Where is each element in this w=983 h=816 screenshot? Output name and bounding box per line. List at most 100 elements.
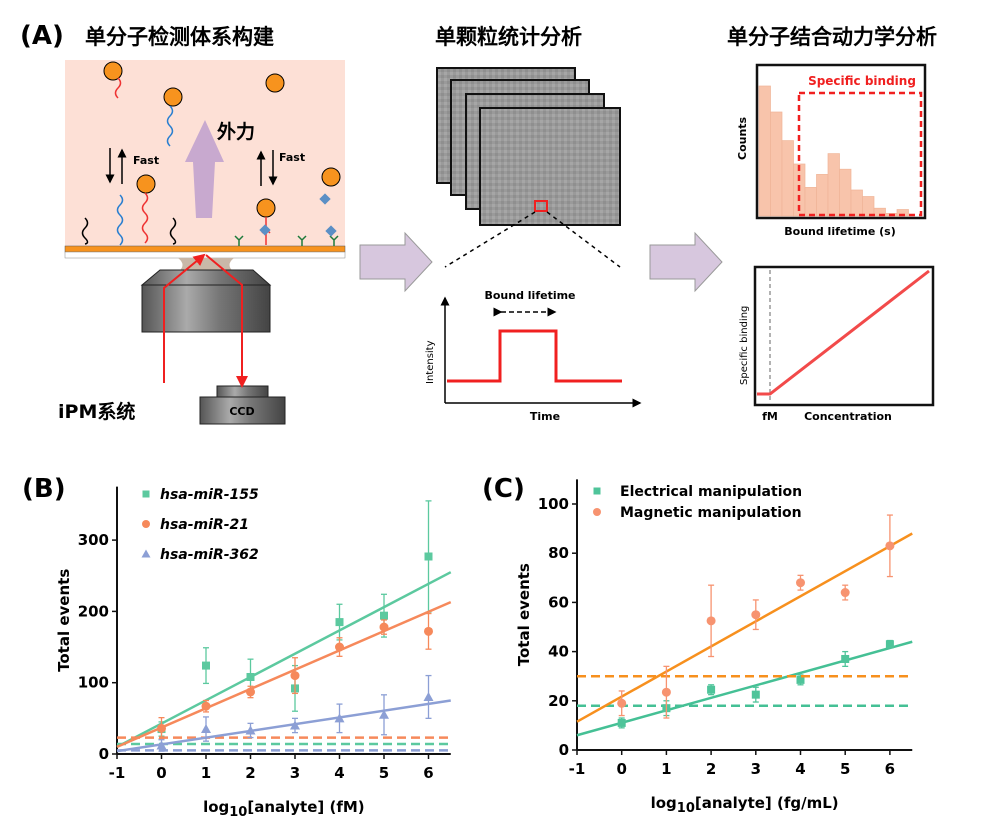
fit-line (576, 640, 913, 737)
bead-icon (103, 61, 341, 218)
data-point-circle (379, 622, 389, 632)
data-point-circle (661, 687, 671, 697)
fit-line (116, 600, 452, 749)
data-point-square (335, 618, 344, 627)
series-hsa-mir-21 (116, 600, 452, 749)
series-electrical-manipulation (576, 639, 913, 737)
data-point-circle (593, 508, 601, 516)
x-tick-label: 3 (290, 764, 300, 782)
data-point-square (662, 704, 671, 713)
x-tick-label: 0 (616, 760, 626, 778)
histogram-bar (862, 196, 875, 217)
data-point-square (617, 718, 626, 727)
data-point-square (202, 661, 210, 670)
y-tick-label: 0 (99, 745, 109, 763)
force-arrow-icon (185, 120, 224, 218)
y-tick-label: 20 (548, 692, 569, 710)
histogram-bar (781, 140, 794, 217)
y-tick-label: 300 (78, 531, 109, 549)
x-axis-label-part: [analyte] (fg/mL) (695, 794, 839, 812)
flow-arrow-icon (649, 231, 723, 293)
x-tick-label: 5 (840, 760, 850, 778)
x-tick-label: -1 (109, 764, 126, 782)
y-tick-label: 80 (548, 544, 569, 562)
data-point-circle (424, 626, 433, 636)
intensity-axis-label: Intensity (425, 340, 436, 384)
ccd-label: CCD (229, 405, 254, 418)
fast-label-right: Fast (279, 151, 305, 164)
data-point-circle (157, 723, 166, 733)
intensity-trace (440, 296, 642, 408)
y-tick-label: 60 (548, 593, 569, 611)
legend-entry: hsa-miR-21 (160, 517, 249, 533)
x-axis-label-part: log (203, 798, 229, 816)
x-tick-label: 4 (334, 764, 344, 782)
data-point-square (157, 725, 166, 734)
fit-line (116, 699, 451, 753)
lifetime-histogram (758, 85, 909, 217)
data-point-circle (885, 541, 895, 551)
bound-lifetime-label: Bound lifetime (484, 289, 575, 302)
legend-entry: Electrical manipulation (620, 484, 802, 500)
panel-a-label: (A) (20, 21, 64, 51)
data-point-circle (290, 671, 300, 681)
x-tick-label: 2 (706, 760, 716, 778)
data-point-square (796, 675, 805, 684)
y-tick-label: 100 (538, 495, 569, 513)
histogram-bar (827, 153, 840, 217)
data-point-triangle (379, 709, 389, 719)
objective-lens-icon (140, 258, 272, 333)
dna-strands (81, 77, 339, 246)
fit-line (576, 532, 913, 723)
fit-line (116, 571, 452, 748)
y-tick-label: 40 (548, 643, 569, 661)
data-point-triangle (201, 724, 211, 734)
data-point-circle (617, 698, 627, 708)
x-axis-label: log10[analyte] (fM) (203, 798, 365, 816)
legend-entry: Magnetic manipulation (620, 505, 802, 521)
data-point-circle (142, 520, 150, 528)
histogram-bar (850, 189, 863, 217)
data-point-circle (246, 687, 255, 697)
data-point-square (707, 685, 716, 694)
y-tick-label: 0 (559, 741, 569, 759)
bound-lifetime-axis-label: Bound lifetime (s) (784, 225, 895, 238)
panel-a-diagram: (A) 单分子检测体系构建 单颗粒统计分析 单分子结合动力学分析 外力 (20, 21, 937, 425)
x-tick-label: 3 (751, 760, 761, 778)
histogram-bar (758, 85, 771, 217)
data-point-circle (201, 701, 211, 711)
data-point-square (142, 490, 150, 498)
data-point-square (885, 640, 894, 649)
y-tick-label: 200 (78, 602, 109, 620)
data-point-square (291, 684, 299, 693)
data-point-square (751, 690, 760, 699)
x-tick-label: -1 (569, 760, 586, 778)
histogram-bar (839, 168, 852, 217)
data-point-circle (335, 642, 344, 652)
data-point-triangle (290, 720, 300, 730)
x-tick-label: 5 (379, 764, 389, 782)
data-point-circle (796, 578, 805, 588)
x-tick-label: 2 (245, 764, 255, 782)
time-axis-label: Time (530, 410, 560, 423)
y-axis-label: Total events (515, 563, 533, 666)
zoom-lines (444, 211, 621, 268)
counts-axis-label: Counts (736, 116, 749, 160)
y-tick-label: 100 (78, 674, 109, 692)
ipm-system-label: iPM系统 (58, 400, 135, 423)
specific-binding-label: Specific binding (808, 74, 916, 88)
data-point-circle (706, 616, 716, 626)
antigen-icons (259, 193, 337, 237)
data-point-triangle (245, 725, 256, 735)
histogram-bar (816, 174, 829, 217)
legend-entry: hsa-miR-155 (160, 487, 259, 503)
series-hsa-mir-155 (116, 500, 452, 748)
specific-binding-box (797, 91, 923, 217)
title-particle-statistics: 单颗粒统计分析 (435, 25, 582, 49)
image-stack (436, 67, 621, 226)
histogram-bar (804, 187, 817, 217)
series-magnetic-manipulation (576, 514, 913, 723)
